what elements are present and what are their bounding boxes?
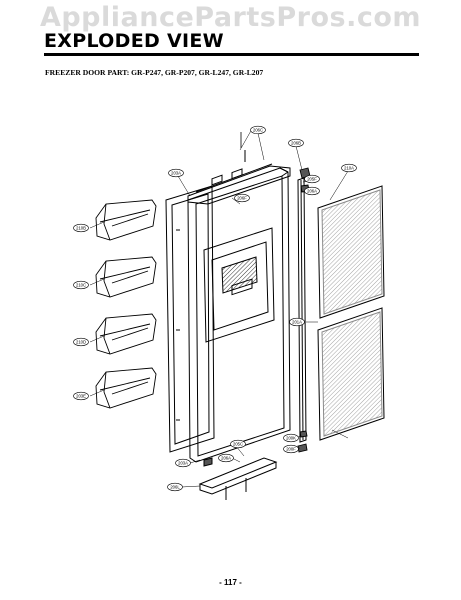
callout-label: 206B xyxy=(291,141,301,146)
callout-11: 201A xyxy=(289,317,305,327)
callout-label: 206F xyxy=(237,196,247,201)
door-bottom-cap xyxy=(198,457,278,500)
callout-4: 206A xyxy=(304,186,320,196)
callout-9: 210D xyxy=(73,337,89,347)
callout-15: 206L xyxy=(167,482,183,492)
callout-label: 206A xyxy=(307,189,317,194)
freezer-door-assembly xyxy=(187,167,291,463)
callout-label: 210B xyxy=(76,226,86,231)
callout-12: 205C xyxy=(230,439,246,449)
callout-label: 203A xyxy=(178,461,188,466)
callout-label: 200F xyxy=(286,447,296,452)
callout-label: 206C xyxy=(253,128,263,133)
diagram-subtitle: FREEZER DOOR PART: GR-P247, GR-P207, GR-… xyxy=(45,68,264,77)
callout-label: 206L xyxy=(170,485,180,490)
callout-labels: 206C 206B 203A 205F 206A 206F 210A 210B 210C 210D… xyxy=(73,125,357,492)
watermark: AppliancePartsPros.com xyxy=(39,2,422,33)
door-panel-lower xyxy=(317,307,385,441)
door-top-cap xyxy=(187,150,291,205)
callout-17: 200F xyxy=(283,444,299,454)
door-bin-3 xyxy=(95,313,157,355)
callout-0: 206C xyxy=(250,125,266,135)
callout-label: 206A xyxy=(221,456,231,461)
title-rule xyxy=(44,53,419,56)
callout-3: 205F xyxy=(304,174,320,184)
callout-label: 205F xyxy=(307,177,317,182)
callout-16: 200K xyxy=(283,433,299,443)
callout-1: 206B xyxy=(288,138,304,148)
callout-13: 203A xyxy=(175,458,191,468)
callout-5: 206F xyxy=(234,193,250,203)
door-side-trim xyxy=(297,177,307,443)
page-number: - 117 - xyxy=(219,578,242,587)
callout-10: 203E xyxy=(73,391,89,401)
callout-2: 203A xyxy=(168,168,184,178)
callout-8: 210C xyxy=(73,280,89,290)
callout-label: 205C xyxy=(233,442,243,447)
callout-label: 210D xyxy=(76,340,86,345)
page-title: EXPLODED VIEW xyxy=(44,30,224,52)
callout-label: 203E xyxy=(76,394,86,399)
callout-label: 200K xyxy=(286,436,296,441)
callout-label: 201A xyxy=(292,320,302,325)
callout-label: 203A xyxy=(171,171,181,176)
callout-14: 206A xyxy=(218,453,234,463)
door-bin-1 xyxy=(95,199,157,241)
callout-7: 210B xyxy=(73,223,89,233)
door-bin-4 xyxy=(95,367,157,409)
callout-6: 210A xyxy=(341,163,357,173)
door-panel-upper xyxy=(317,185,385,319)
door-bin-2 xyxy=(95,256,157,298)
leader-lines xyxy=(89,128,349,488)
hinge-parts xyxy=(297,167,311,453)
callout-label: 210C xyxy=(76,283,86,288)
callout-label: 210A xyxy=(344,166,354,171)
